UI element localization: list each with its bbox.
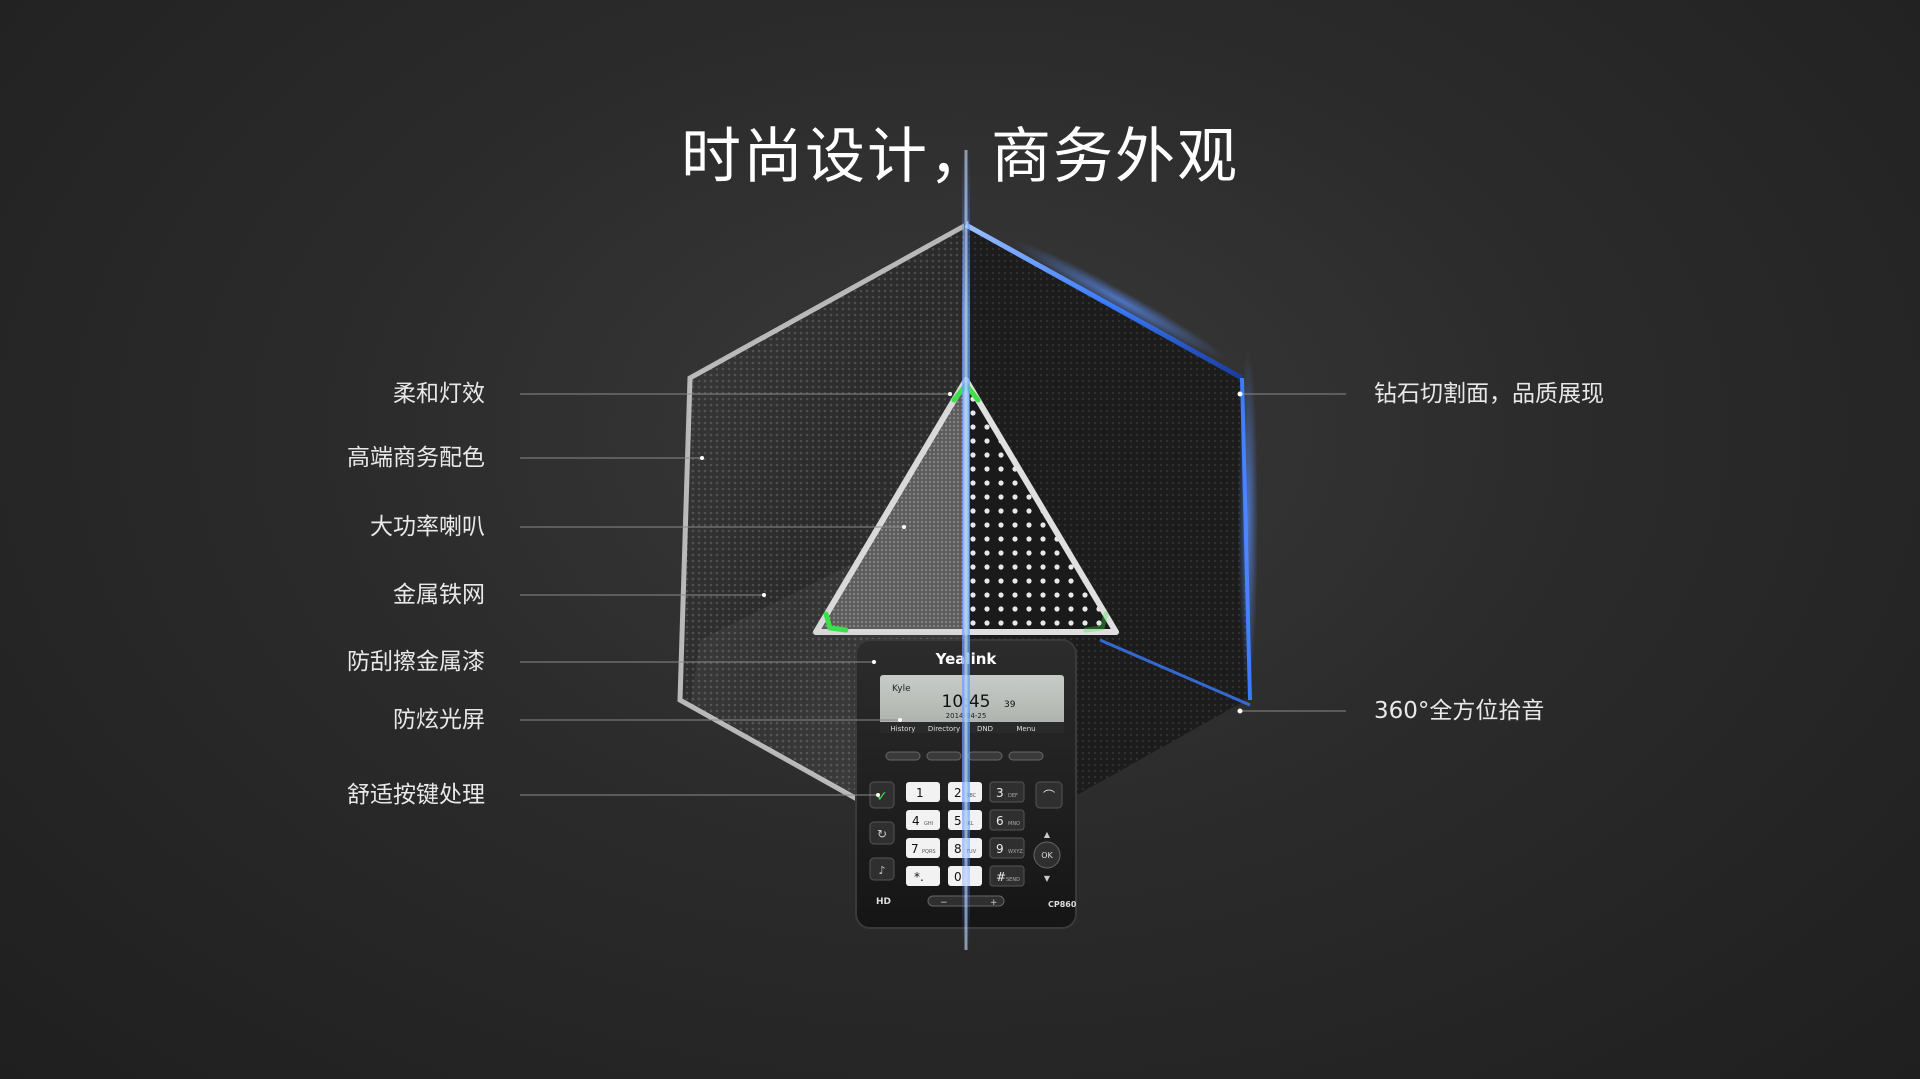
softkey-button-2[interactable] [926, 751, 962, 761]
key-9[interactable] [989, 837, 1025, 859]
hd-voice-logo: HD [876, 897, 891, 907]
key-letters: MNO [1008, 821, 1020, 827]
key-label: 6 [996, 814, 1004, 828]
feature-label-comfortable-keys: 舒适按键处理 [347, 782, 485, 808]
feature-label-scratch-resistant-paint: 防刮擦金属漆 [347, 649, 485, 675]
key-3[interactable] [989, 781, 1025, 803]
key-4[interactable] [906, 810, 940, 830]
key-label: 8 [954, 842, 962, 856]
key-letters: GHI [924, 821, 933, 827]
mute-button[interactable] [869, 857, 895, 881]
key-letters: DEF [1008, 793, 1018, 799]
key-hash[interactable] [989, 865, 1025, 887]
feature-label-high-power-speaker: 大功率喇叭 [370, 514, 485, 540]
arrow-up-icon: ▲ [1044, 830, 1051, 839]
hangup-button[interactable] [1035, 781, 1063, 809]
volume-plus-label: + [990, 898, 998, 908]
softkey-button-3[interactable] [967, 751, 1003, 761]
feature-label-diamond-cut: 钻石切割面，品质展现 [1374, 381, 1604, 407]
key-1[interactable] [906, 782, 940, 802]
center-light-core [964, 150, 968, 950]
key-label: 5 [954, 814, 962, 828]
key-7[interactable] [906, 838, 940, 858]
keypad: 1 2 ABC 3 DEF 4 GHI 5 JKL 6 MNO 7 PQRS [906, 781, 1025, 887]
navigation-ok-button[interactable] [1033, 841, 1061, 869]
arrow-down-icon: ▼ [1044, 874, 1051, 883]
key-letters: PQRS [922, 849, 936, 855]
screen-user-name: Kyle [892, 684, 911, 694]
ok-label: OK [1041, 851, 1053, 860]
redial-button[interactable] [869, 821, 895, 845]
speaker-triangle-left [813, 377, 969, 635]
key-letters: TUV [965, 849, 977, 855]
key-letters: SEND [1006, 877, 1020, 883]
key-label: # [996, 870, 1006, 884]
key-label: 3 [996, 786, 1004, 800]
softkey-button-4[interactable] [1008, 751, 1044, 761]
softkey-label-history: History [891, 725, 916, 733]
key-6[interactable] [989, 809, 1025, 831]
lcd-screen [880, 675, 1064, 733]
softkey-label-menu: Menu [1016, 725, 1035, 733]
call-icon: ✓ [876, 789, 888, 805]
volume-minus-label: − [940, 898, 948, 908]
key-label: 4 [912, 814, 920, 828]
callout-lines-left [520, 392, 952, 797]
feature-label-metal-mesh: 金属铁网 [393, 582, 485, 608]
hangup-icon: ⌒ [1043, 789, 1055, 803]
page-title: 时尚设计，商务外观 [681, 122, 1239, 192]
feature-label-anti-glare-screen: 防炫光屏 [393, 707, 485, 733]
redial-icon: ↻ [877, 827, 887, 841]
key-label: 1 [916, 786, 924, 800]
key-label: 9 [996, 842, 1004, 856]
key-letters: ABC [966, 793, 977, 799]
key-label: 2 [954, 786, 962, 800]
key-label: 7 [911, 842, 919, 856]
softkey-label-bar [880, 722, 1064, 733]
screen-seconds: 39 [1004, 700, 1016, 710]
key-label: 0 [954, 870, 962, 884]
feature-label-soft-lighting: 柔和灯效 [393, 381, 485, 407]
callout-lines-right [1237, 391, 1346, 714]
key-letters: WXYZ [1008, 849, 1023, 855]
softkey-label-directory: Directory [928, 725, 960, 733]
microphone-icon: ♪ [878, 864, 885, 877]
softkey-button-1[interactable] [885, 751, 921, 761]
key-label: *. [914, 870, 924, 884]
model-label: CP860 [1048, 900, 1077, 909]
feature-label-business-colors: 高端商务配色 [347, 445, 485, 471]
softkey-label-dnd: DND [977, 725, 993, 733]
feature-label-360-pickup: 360°全方位拾音 [1374, 698, 1545, 724]
key-star[interactable] [906, 866, 940, 886]
